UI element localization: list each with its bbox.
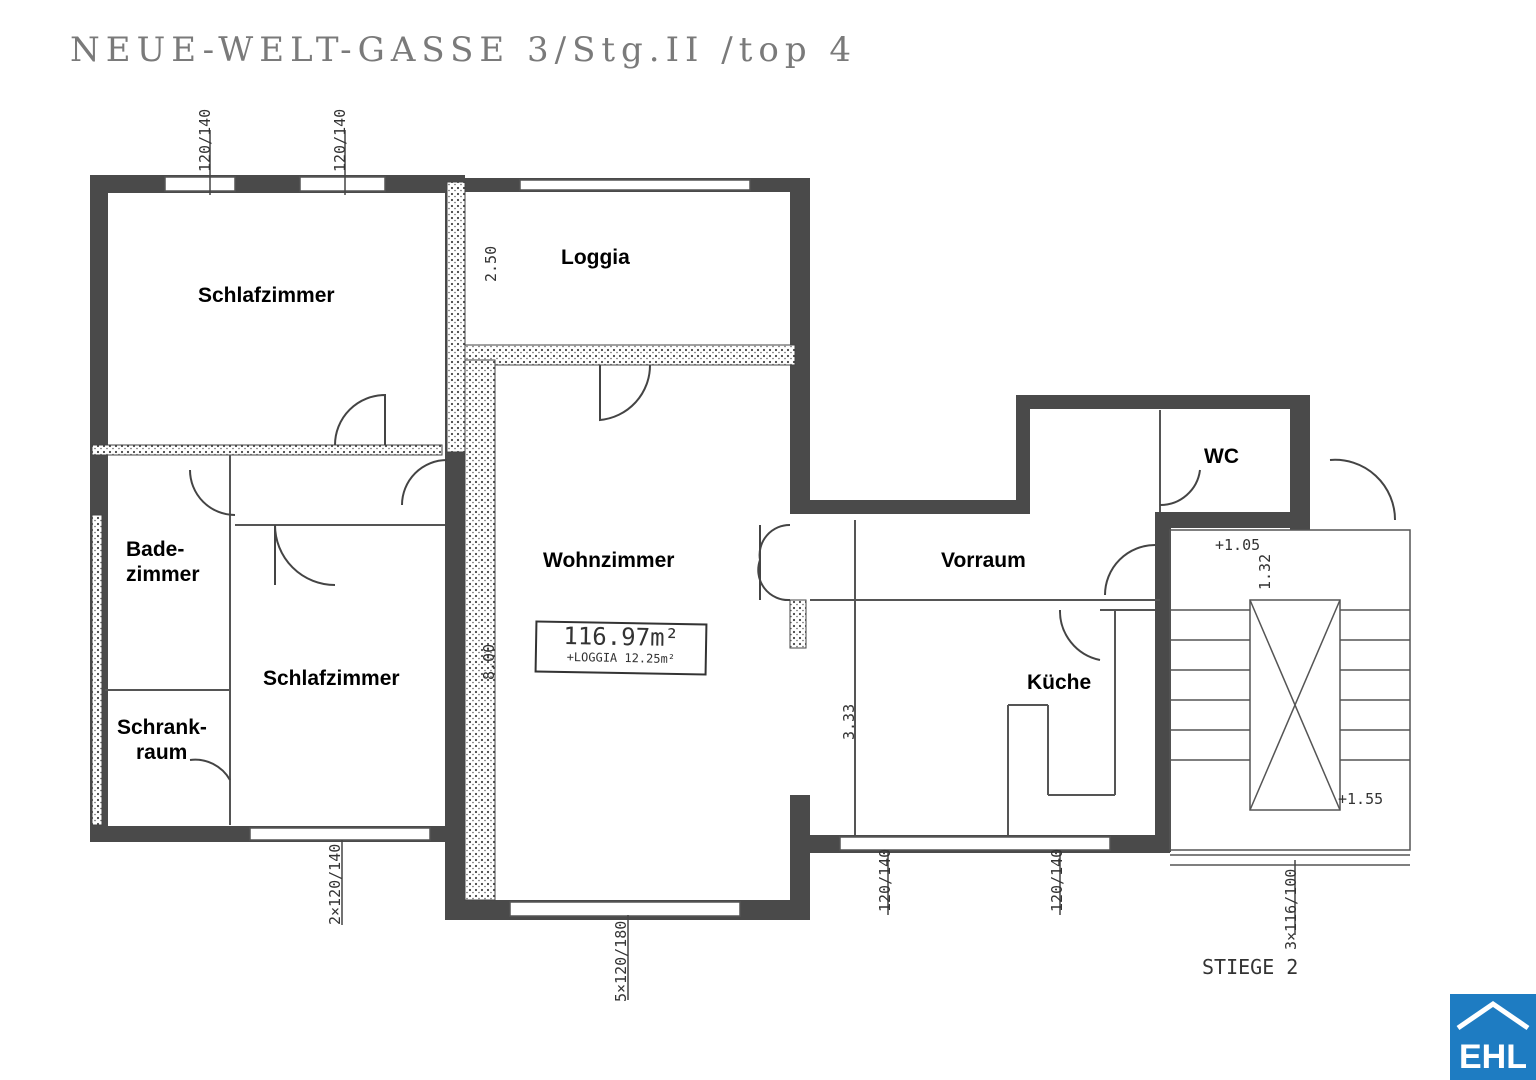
room-label-vorraum: Vorraum	[941, 549, 1026, 572]
room-label-schlafzimmer-top: Schlafzimmer	[198, 284, 335, 307]
area-stamp: 116.97m² +LOGGIA 12.25m²	[534, 620, 708, 676]
stair-label: STIEGE 2	[1202, 955, 1299, 979]
partition-walls	[91, 181, 807, 901]
interior-lines	[105, 410, 1161, 835]
dim-wohn-depth: 8.00	[480, 643, 498, 680]
ehl-logo: EHL	[1450, 994, 1536, 1080]
area-main: 116.97m²	[563, 621, 680, 653]
room-label-wohnzimmer: Wohnzimmer	[543, 549, 675, 572]
room-label-bade-2: zimmer	[126, 563, 200, 586]
door-swings	[189, 364, 1397, 781]
staircase	[1169, 529, 1411, 866]
dim-stair-width: 1.32	[1256, 553, 1274, 590]
dim-window-stair: 3×116/100	[1282, 868, 1300, 950]
dim-window-bottom-left: 2×120/140	[326, 843, 344, 925]
dim-window-2: 120/140	[331, 108, 349, 172]
dim-window-1: 120/140	[196, 108, 214, 172]
room-label-schrank-1: Schrank-	[117, 716, 207, 739]
dim-loggia-depth: 2.50	[482, 245, 500, 282]
room-label-wc: WC	[1204, 445, 1239, 468]
dim-level-1: +1.05	[1215, 536, 1261, 554]
logo-text: EHL	[1459, 1038, 1527, 1076]
room-label-schrank-2: raum	[136, 741, 188, 764]
plan-title: NEUE-WELT-GASSE 3/Stg.II /top 4	[70, 30, 858, 70]
dim-window-bottom-r1: 120/140	[876, 848, 894, 912]
room-label-schlafzimmer-bottom: Schlafzimmer	[263, 667, 400, 690]
room-label-bade-1: Bade-	[126, 538, 185, 561]
dim-window-bottom-mid: 5×120/180	[612, 920, 630, 1002]
dim-kueche-depth: 3.33	[840, 703, 858, 740]
area-loggia: +LOGGIA 12.25m²	[566, 650, 676, 666]
dim-level-2: +1.55	[1338, 790, 1384, 808]
dim-window-bottom-r2: 120/140	[1048, 848, 1066, 912]
room-label-kueche: Küche	[1027, 671, 1092, 694]
dimension-leaders	[209, 130, 1296, 1000]
room-label-loggia: Loggia	[561, 246, 630, 269]
windows-top	[164, 176, 1111, 917]
